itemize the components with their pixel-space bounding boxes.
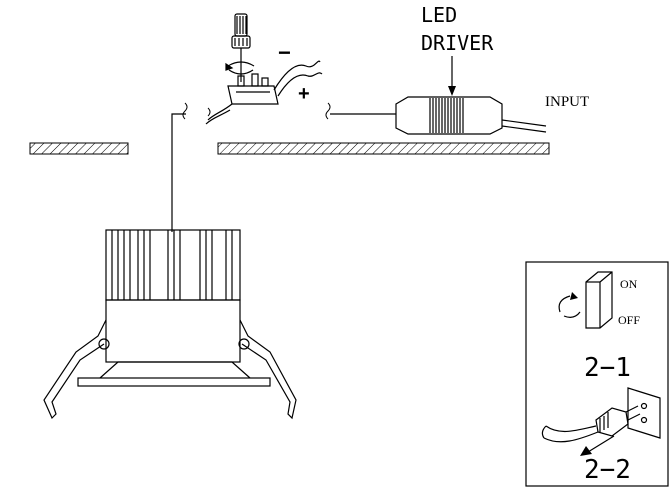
switch-rotate-arrowhead [570, 292, 578, 300]
ceiling-left [29, 142, 129, 155]
wire-break-middle [207, 107, 211, 117]
led-driver-label-line2: DRIVER [421, 31, 494, 55]
driver-pointer-arrowhead [448, 86, 456, 96]
step-2-2-label: 2−2 [584, 455, 631, 485]
led-driver-label-line1: LED [421, 3, 457, 27]
wire-break-left [182, 102, 188, 120]
minus-sign: − [278, 40, 291, 65]
ceiling [29, 142, 550, 155]
led-driver [395, 96, 547, 135]
switch-off-label: OFF [618, 313, 640, 327]
switch-on-label: ON [620, 277, 638, 291]
plus-sign: + [298, 83, 310, 105]
ceiling-right [217, 142, 550, 155]
unplug-arrowhead [580, 446, 592, 456]
rocker-switch-icon [558, 271, 613, 329]
terminal-block [205, 60, 323, 125]
inset-frame [525, 261, 669, 487]
step-2-1-label: 2−1 [584, 353, 631, 383]
screwdriver-icon [225, 13, 255, 82]
fixture-wire [171, 113, 186, 232]
wall-socket-icon [627, 387, 661, 439]
input-label: INPUT [545, 94, 589, 110]
wire-break-right [325, 102, 331, 120]
inset-panel: ON OFF 2−1 2−2 [525, 261, 669, 487]
downlight-fixture [43, 229, 297, 420]
unplug-arrow [587, 435, 615, 453]
power-plug-icon [541, 405, 641, 443]
